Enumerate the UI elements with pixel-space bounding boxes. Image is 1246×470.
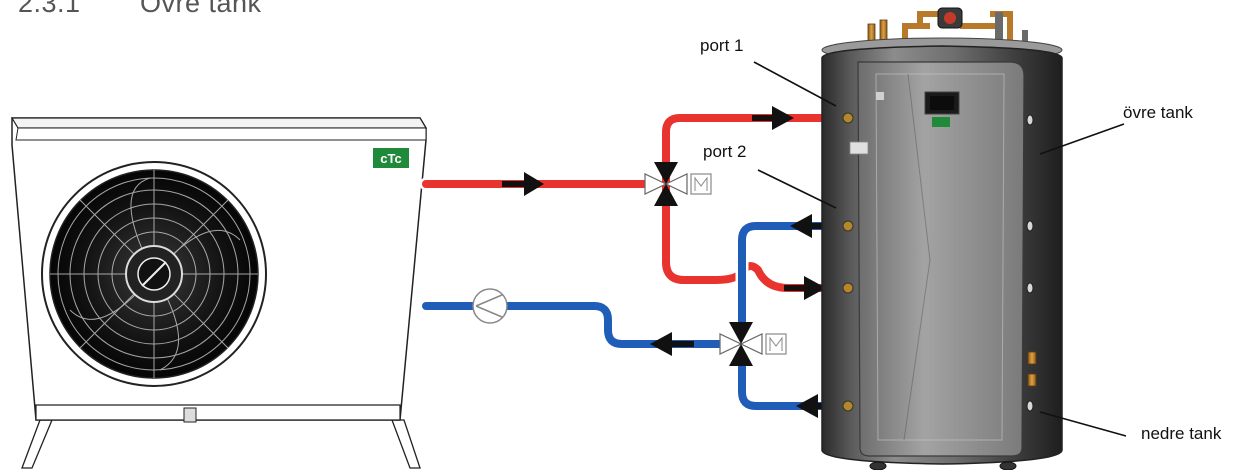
section-heading: 2.3.1 Övre tank bbox=[18, 0, 262, 19]
tank-feet bbox=[869, 461, 1017, 470]
return-pipe-heatpump bbox=[422, 302, 734, 348]
arrow-right-icon bbox=[784, 276, 826, 300]
return-pipe-port2 bbox=[738, 222, 850, 334]
valve-actuator-upper-icon bbox=[690, 173, 712, 195]
return-pipes bbox=[419, 219, 853, 413]
section-number: 2.3.1 bbox=[18, 0, 81, 18]
heat-pump-leg-right bbox=[391, 419, 421, 469]
indoor-tank-unit bbox=[821, 7, 1063, 470]
leader-line-lower-tank bbox=[1039, 411, 1127, 437]
tank-port-left bbox=[842, 112, 854, 412]
supply-pipe-port1 bbox=[662, 114, 850, 200]
supply-pipes bbox=[419, 111, 853, 295]
label-lower-tank: nedre tank bbox=[1141, 424, 1222, 443]
label-port1: port 1 bbox=[700, 36, 744, 55]
arrow-left-icon bbox=[650, 332, 694, 356]
arrow-right-icon bbox=[502, 172, 544, 196]
tank-brand-badge bbox=[932, 117, 950, 127]
label-port2: port 2 bbox=[703, 142, 747, 161]
brand-logo-badge bbox=[373, 148, 409, 168]
outdoor-heat-pump: cTc bbox=[10, 117, 428, 469]
tank-valves-right bbox=[1027, 351, 1037, 387]
diverting-valve-upper-icon bbox=[644, 162, 712, 206]
valve-actuator-lower-icon bbox=[765, 333, 787, 355]
return-pipe-lower bbox=[738, 356, 850, 410]
arrow-left-icon bbox=[790, 214, 832, 238]
circulation-pump-icon bbox=[472, 288, 508, 324]
label-upper-tank: övre tank bbox=[1123, 103, 1193, 122]
leader-line-upper-tank bbox=[1039, 123, 1125, 155]
section-title: Övre tank bbox=[140, 0, 262, 18]
tank-top-fittings bbox=[867, 7, 1028, 49]
brand-logo-text: cTc bbox=[380, 151, 401, 166]
tank-nameplate bbox=[849, 141, 869, 155]
leader-line-port1 bbox=[753, 61, 837, 107]
tank-sensor-pockets bbox=[1026, 114, 1034, 412]
heat-pump-leg-left bbox=[21, 419, 53, 469]
arrow-right-icon bbox=[752, 106, 794, 130]
leader-lines bbox=[753, 61, 1127, 437]
diverting-valve-lower-icon bbox=[719, 322, 787, 366]
leader-line-port2 bbox=[757, 169, 837, 209]
tank-front-panel bbox=[857, 61, 1025, 457]
